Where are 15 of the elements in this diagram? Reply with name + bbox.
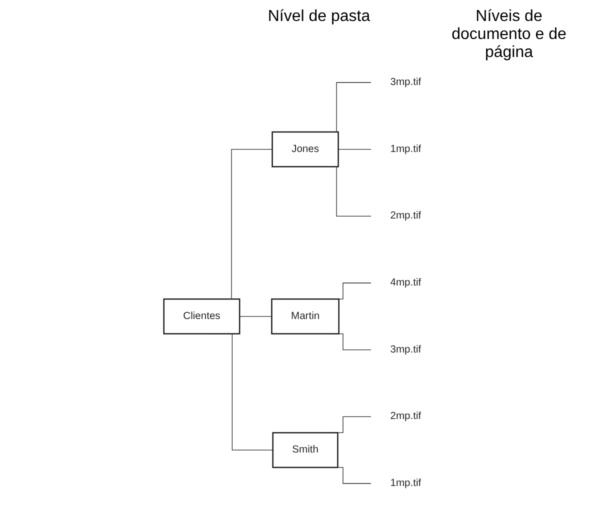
connector <box>338 149 372 150</box>
node-text: 1mp.tif <box>390 478 421 489</box>
node-box: Clientes <box>163 298 240 334</box>
node-box: Smith <box>272 432 338 468</box>
node-text: 2mp.tif <box>390 210 421 222</box>
node-text: 1mp.tif <box>390 144 421 154</box>
node-text: 2mp.tif <box>390 410 421 422</box>
node-box: Martin <box>270 298 340 334</box>
node-text: 3mp.tif <box>390 76 421 88</box>
node-box: Jones <box>272 131 339 168</box>
level-heading: Nível de pasta <box>266 8 372 27</box>
connector <box>239 316 272 317</box>
node-text: 4mp.tif <box>390 277 421 288</box>
level-heading: Níveis de documento e de página <box>450 8 568 60</box>
node-text: 3mp.tif <box>390 344 421 355</box>
